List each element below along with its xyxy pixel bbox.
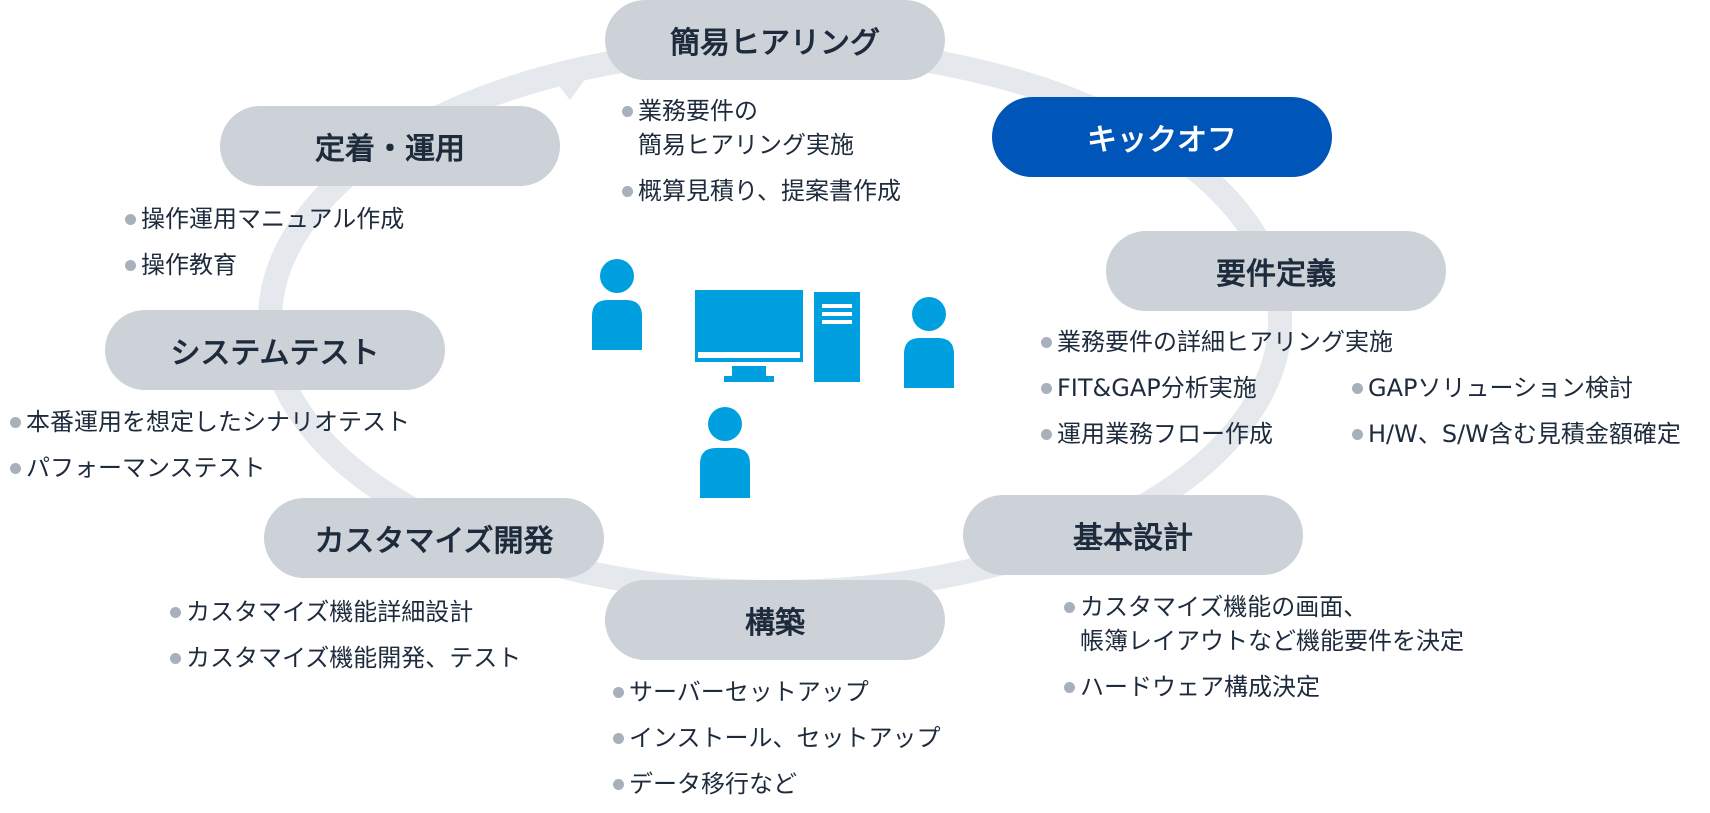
- task-item: カスタマイズ機能の画面、 帳簿レイアウトなど機能要件を決定: [1064, 590, 1464, 658]
- task-item: H/W、S/W含む見積金額確定: [1352, 417, 1710, 451]
- tasks-operation: 操作運用マニュアル作成 操作教育: [125, 202, 404, 294]
- task-item: GAPソリューション検討: [1352, 371, 1710, 405]
- task-item: FIT&GAP分析実施: [1041, 371, 1352, 405]
- task-item: ハードウェア構成決定: [1064, 670, 1464, 704]
- task-item: 操作教育: [125, 248, 404, 282]
- team-computer-illustration: [592, 259, 954, 498]
- task-line: 業務要件の: [638, 97, 758, 125]
- tasks-system-test: 本番運用を想定したシナリオテスト パフォーマンステスト: [10, 405, 410, 497]
- task-item: 業務要件の詳細ヒアリング実施: [1041, 325, 1710, 359]
- task-line: 簡易ヒアリング実施: [638, 131, 854, 159]
- person-icon: [592, 259, 642, 350]
- task-item: パフォーマンステスト: [10, 451, 410, 485]
- tasks-hearing: 業務要件の 簡易ヒアリング実施 概算見積り、提案書作成: [622, 94, 901, 220]
- task-item: 運用業務フロー作成: [1041, 417, 1352, 451]
- task-item: データ移行など: [613, 767, 941, 801]
- task-item: カスタマイズ機能開発、テスト: [170, 641, 521, 675]
- task-item: インストール、セットアップ: [613, 721, 941, 755]
- tasks-build: サーバーセットアップ インストール、セットアップ データ移行など: [613, 675, 941, 813]
- task-item: カスタマイズ機能詳細設計: [170, 595, 521, 629]
- task-item: 操作運用マニュアル作成: [125, 202, 404, 236]
- phase-operation: 定着・運用: [220, 106, 560, 186]
- tasks-basic-design: カスタマイズ機能の画面、 帳簿レイアウトなど機能要件を決定 ハードウェア構成決定: [1064, 590, 1464, 716]
- phase-hearing: 簡易ヒアリング: [605, 0, 945, 80]
- desktop-tower-icon: [814, 292, 860, 382]
- tasks-custom-dev: カスタマイズ機能詳細設計 カスタマイズ機能開発、テスト: [170, 595, 521, 687]
- task-item: 概算見積り、提案書作成: [622, 174, 901, 208]
- person-icon: [904, 297, 954, 388]
- cycle-arrow-head: [548, 52, 605, 100]
- person-icon: [700, 407, 750, 498]
- phase-kickoff: キックオフ: [992, 97, 1332, 177]
- phase-custom-dev: カスタマイズ開発: [264, 498, 604, 578]
- task-item: 業務要件の 簡易ヒアリング実施: [622, 94, 901, 162]
- task-item: 本番運用を想定したシナリオテスト: [10, 405, 410, 439]
- phase-build: 構築: [605, 580, 945, 660]
- phase-basic-design: 基本設計: [963, 495, 1303, 575]
- task-item: サーバーセットアップ: [613, 675, 941, 709]
- task-line: カスタマイズ機能の画面、: [1080, 593, 1368, 621]
- monitor-icon: [695, 290, 803, 382]
- phase-requirements: 要件定義: [1106, 231, 1446, 311]
- task-line: 帳簿レイアウトなど機能要件を決定: [1080, 627, 1464, 655]
- phase-system-test: システムテスト: [105, 310, 445, 390]
